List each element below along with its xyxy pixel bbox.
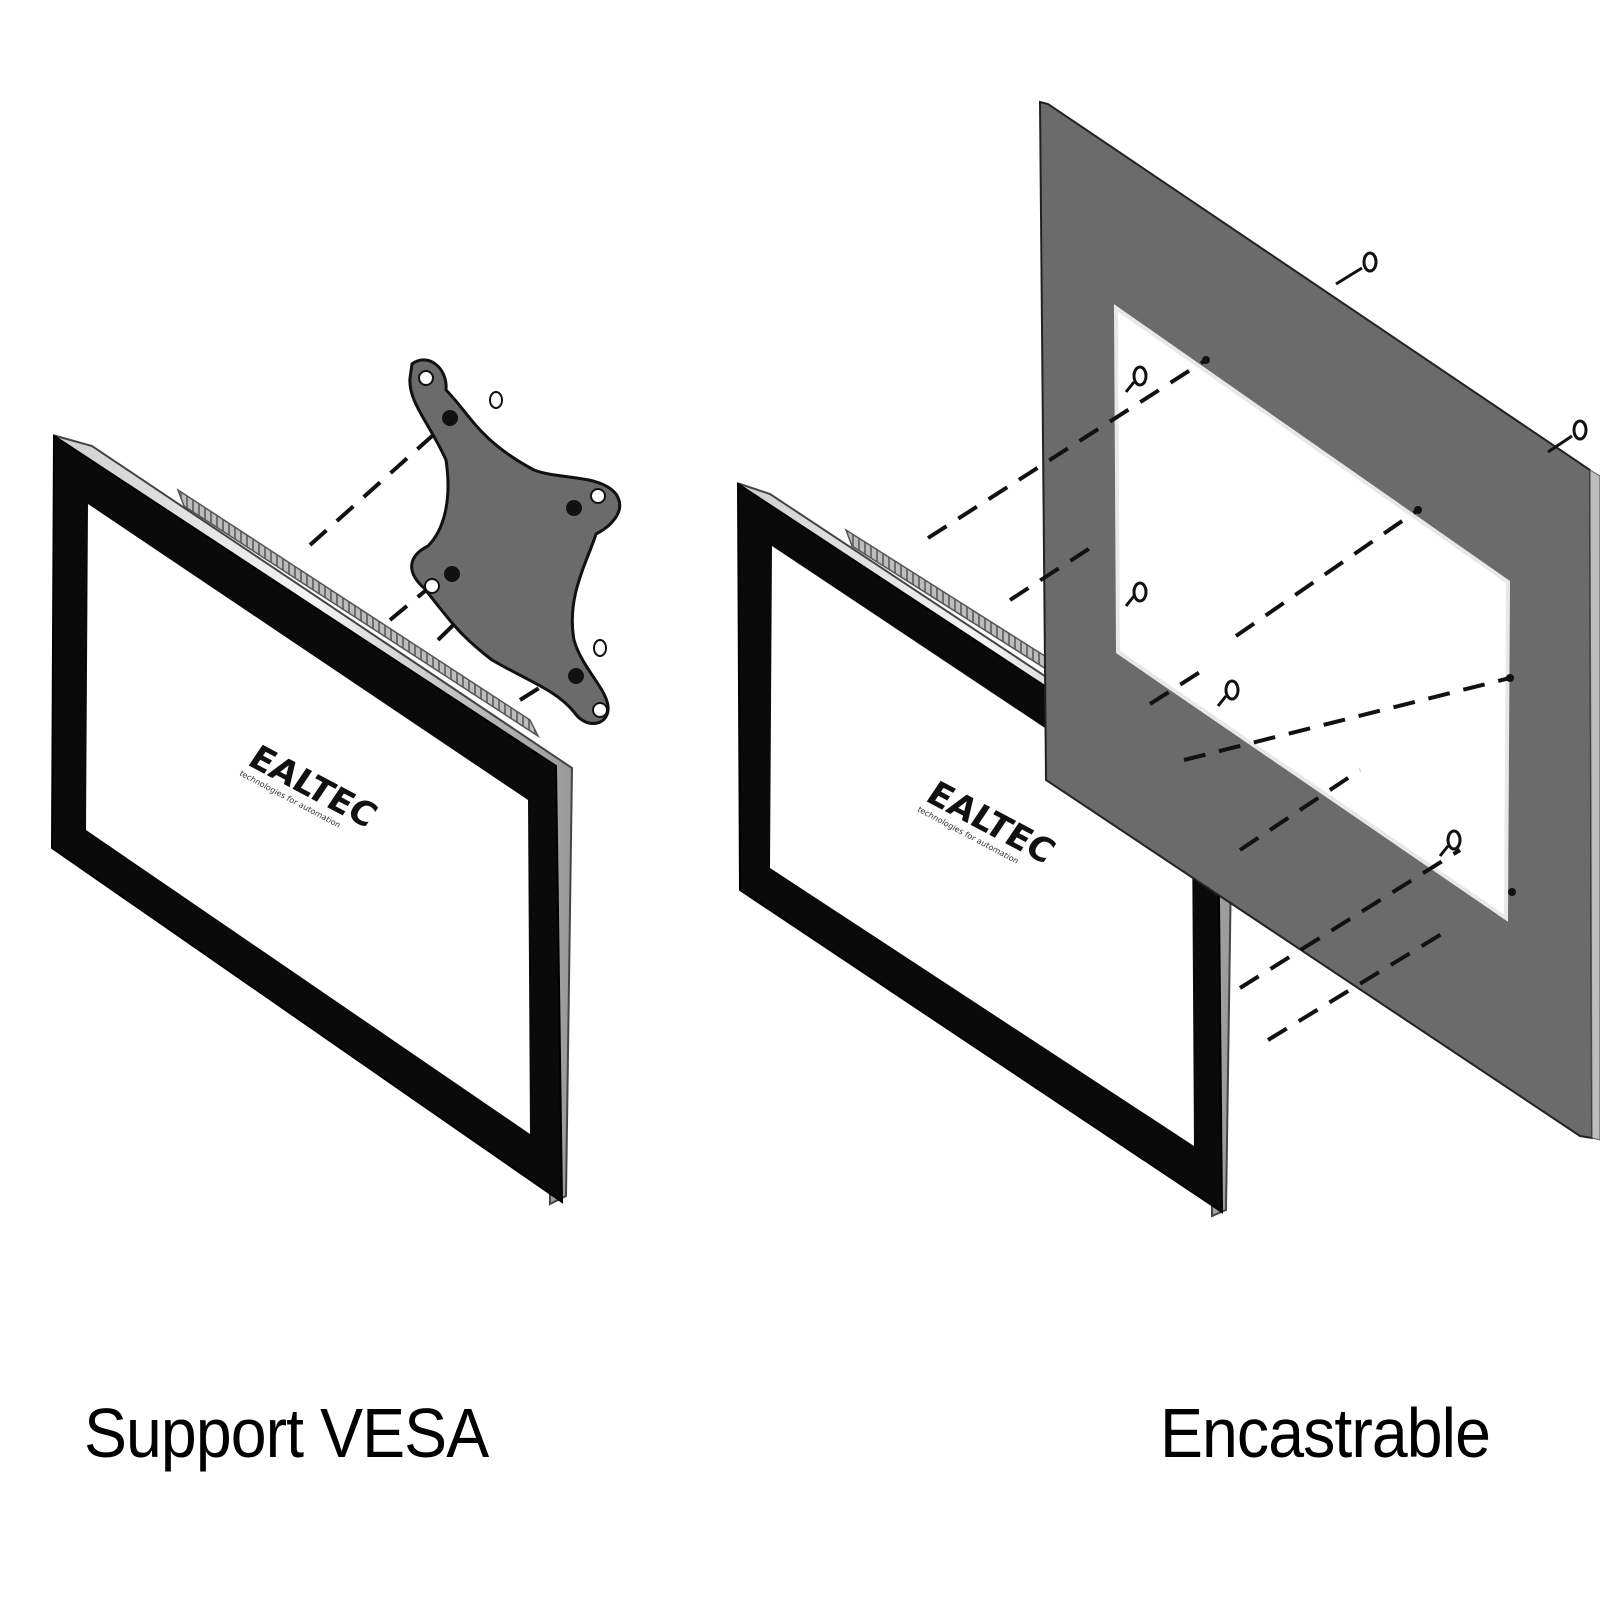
panel-screen-right — [770, 546, 1194, 1146]
panel-screen-left — [86, 504, 530, 1134]
vesa-assembly: EALTEC technologies for automation — [50, 358, 622, 1206]
screw-icon — [1438, 829, 1462, 857]
bracket-hole — [568, 668, 584, 684]
screw-head — [489, 391, 503, 409]
mounting-frame — [1038, 100, 1600, 1141]
bracket-hole — [424, 578, 440, 594]
bracket-hole — [418, 370, 434, 386]
bracket-hole — [442, 410, 458, 426]
alignment-lines-right — [926, 358, 1511, 1042]
clamp-screws — [1124, 251, 1588, 857]
screw-icon — [1335, 251, 1378, 286]
bracket-hole — [592, 702, 608, 718]
bracket-hole — [590, 488, 606, 504]
screw-icon — [1216, 679, 1240, 707]
screw-icon — [1547, 419, 1588, 454]
screw-icon — [1124, 365, 1148, 393]
flush-mount-assembly: EALTEC technologies for automation — [736, 100, 1600, 1218]
caption-encastrable: Encastrable — [1160, 1394, 1491, 1472]
caption-vesa: Support VESA — [84, 1394, 489, 1472]
bracket-hole — [444, 566, 460, 582]
screw-head — [593, 639, 607, 657]
heatsink-fins-left — [176, 488, 540, 739]
vesa-bracket — [408, 358, 622, 725]
screw-icon — [1124, 581, 1148, 607]
bracket-hole — [566, 500, 582, 516]
